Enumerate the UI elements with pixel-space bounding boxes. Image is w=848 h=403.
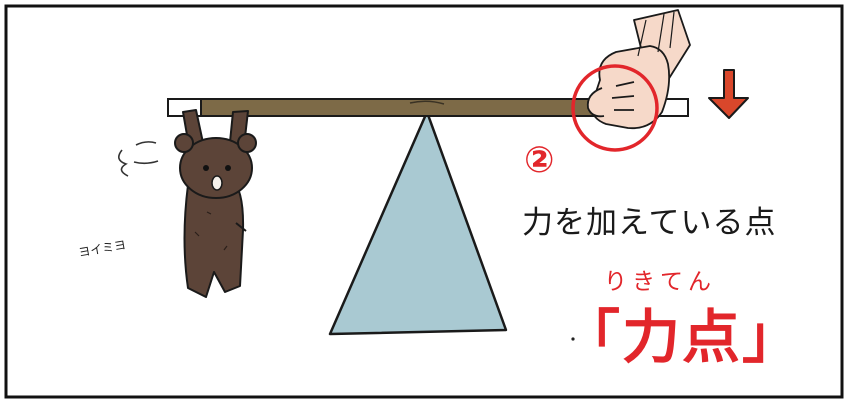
panel-border bbox=[4, 4, 844, 399]
stray-dot bbox=[571, 337, 575, 341]
circled-number-label: ② bbox=[524, 140, 555, 181]
description-text: 力を加えている点 bbox=[522, 205, 777, 241]
fulcrum-triangle bbox=[328, 110, 508, 336]
down-arrow-icon bbox=[708, 69, 749, 119]
term-label: 「力点」 bbox=[562, 303, 803, 371]
furigana-reading: りきてん bbox=[604, 269, 716, 295]
highlight-circle bbox=[571, 64, 659, 152]
effort-lines-icon bbox=[118, 141, 159, 177]
bear-figure bbox=[174, 109, 257, 298]
